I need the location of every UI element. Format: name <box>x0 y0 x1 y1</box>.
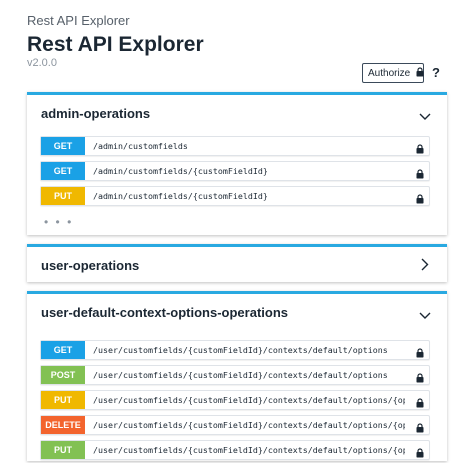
lock-icon[interactable] <box>416 420 424 438</box>
lock-icon[interactable] <box>416 141 424 159</box>
lock-icon <box>416 66 424 80</box>
operation-path: /admin/customfields/{customFieldId} <box>93 166 268 176</box>
method-badge: PUT <box>41 187 85 205</box>
lock-icon[interactable] <box>416 166 424 184</box>
operation-path: /user/customfields/{customFieldId}/conte… <box>93 370 388 380</box>
operation-path: /user/customfields/{customFieldId}/conte… <box>93 345 388 355</box>
more-operations-indicator[interactable]: • • • <box>44 215 74 229</box>
lock-icon[interactable] <box>416 345 424 363</box>
help-button[interactable]: ? <box>432 65 440 80</box>
operation-path: /admin/customfields <box>93 141 188 151</box>
lock-icon[interactable] <box>416 191 424 209</box>
breadcrumb: Rest API Explorer <box>27 13 130 28</box>
page-title: Rest API Explorer <box>27 33 204 56</box>
section-title: admin-operations <box>41 106 151 121</box>
section-user-operations: user-operations <box>27 244 447 282</box>
section-title: user-operations <box>41 258 140 273</box>
chevron-right-icon[interactable] <box>421 258 429 276</box>
operation-path: /admin/customfields/{customFieldId} <box>93 191 268 201</box>
method-badge: GET <box>41 137 85 155</box>
authorize-button[interactable]: Authorize <box>362 63 424 83</box>
operation-path: /user/customfields/{customFieldId}/conte… <box>93 395 405 405</box>
section-header[interactable]: user-default-context-options-operations <box>27 294 447 332</box>
operation-row[interactable]: PUT /admin/customfields/{customFieldId} <box>40 186 430 206</box>
operation-row[interactable]: GET /admin/customfields/{customFieldId} <box>40 161 430 181</box>
lock-icon[interactable] <box>416 370 424 388</box>
lock-icon[interactable] <box>416 395 424 413</box>
version-label: v2.0.0 <box>27 57 57 69</box>
operation-row[interactable]: PUT /user/customfields/{customFieldId}/c… <box>40 440 430 460</box>
method-badge: GET <box>41 341 85 359</box>
method-badge: PUT <box>41 391 85 409</box>
operation-row[interactable]: GET /user/customfields/{customFieldId}/c… <box>40 340 430 360</box>
lock-icon[interactable] <box>416 445 424 463</box>
operation-row[interactable]: POST /user/customfields/{customFieldId}/… <box>40 365 430 385</box>
section-title: user-default-context-options-operations <box>41 305 289 320</box>
section-header[interactable]: user-operations <box>27 247 447 285</box>
operation-path: /user/customfields/{customFieldId}/conte… <box>93 445 405 455</box>
method-badge: GET <box>41 162 85 180</box>
authorize-label: Authorize <box>368 67 411 79</box>
method-badge: POST <box>41 366 85 384</box>
operation-row[interactable]: GET /admin/customfields <box>40 136 430 156</box>
chevron-down-icon[interactable] <box>419 307 431 325</box>
operation-row[interactable]: DELETE /user/customfields/{customFieldId… <box>40 415 430 435</box>
chevron-down-icon[interactable] <box>419 108 431 126</box>
operation-row[interactable]: PUT /user/customfields/{customFieldId}/c… <box>40 390 430 410</box>
section-user-default-context-options-operations: user-default-context-options-operations … <box>27 291 447 461</box>
section-admin-operations: admin-operations GET /admin/customfields… <box>27 92 447 235</box>
method-badge: PUT <box>41 441 85 459</box>
section-header[interactable]: admin-operations <box>27 95 447 133</box>
method-badge: DELETE <box>41 416 85 434</box>
operation-path: /user/customfields/{customFieldId}/conte… <box>93 420 405 430</box>
